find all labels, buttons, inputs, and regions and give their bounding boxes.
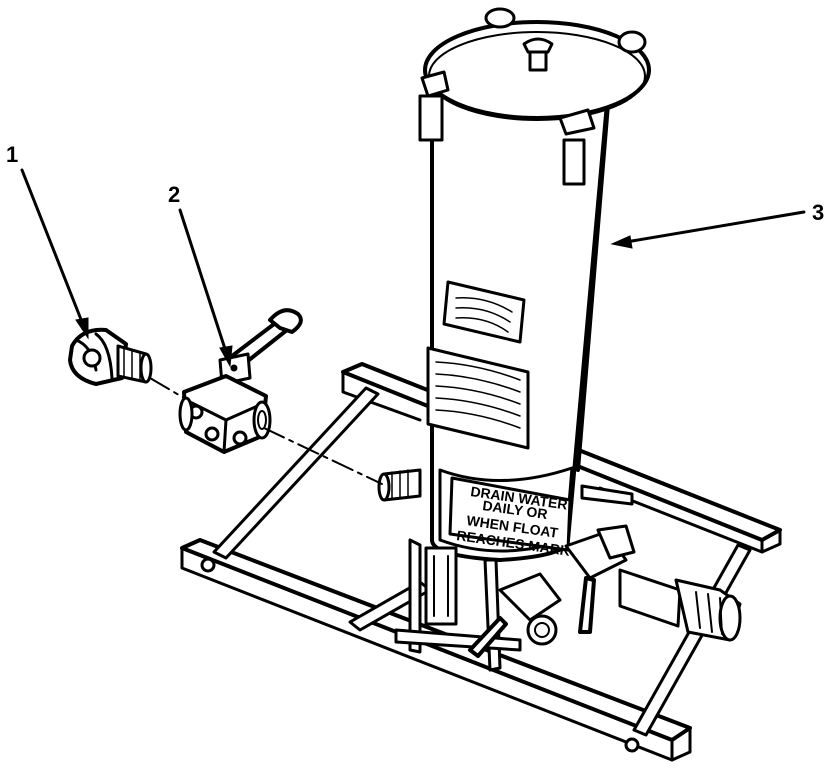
callout-3: 3: [610, 200, 824, 249]
filter-separator-vessel: DRAIN WATER DAILY OR WHEN FLOAT REACHES …: [377, 7, 651, 626]
callout-3-leader: [624, 210, 806, 244]
callout-3-label: 3: [812, 200, 824, 225]
callout-1: 1: [6, 142, 89, 340]
callout-1-arrowhead: [75, 317, 89, 340]
ball-valve: [178, 308, 303, 454]
callout-2-arrowhead: [219, 345, 233, 368]
callout-2-leader: [178, 208, 228, 354]
outlet-valve-assembly: [468, 524, 742, 658]
callout-1-label: 1: [6, 142, 18, 167]
callout-3-arrowhead: [610, 235, 633, 249]
callout-1-leader: [20, 168, 84, 324]
callout-2-label: 2: [168, 182, 180, 207]
callout-2: 2: [168, 182, 233, 368]
quick-disconnect-coupling: [68, 327, 153, 386]
assembly-centerline: [149, 377, 383, 485]
